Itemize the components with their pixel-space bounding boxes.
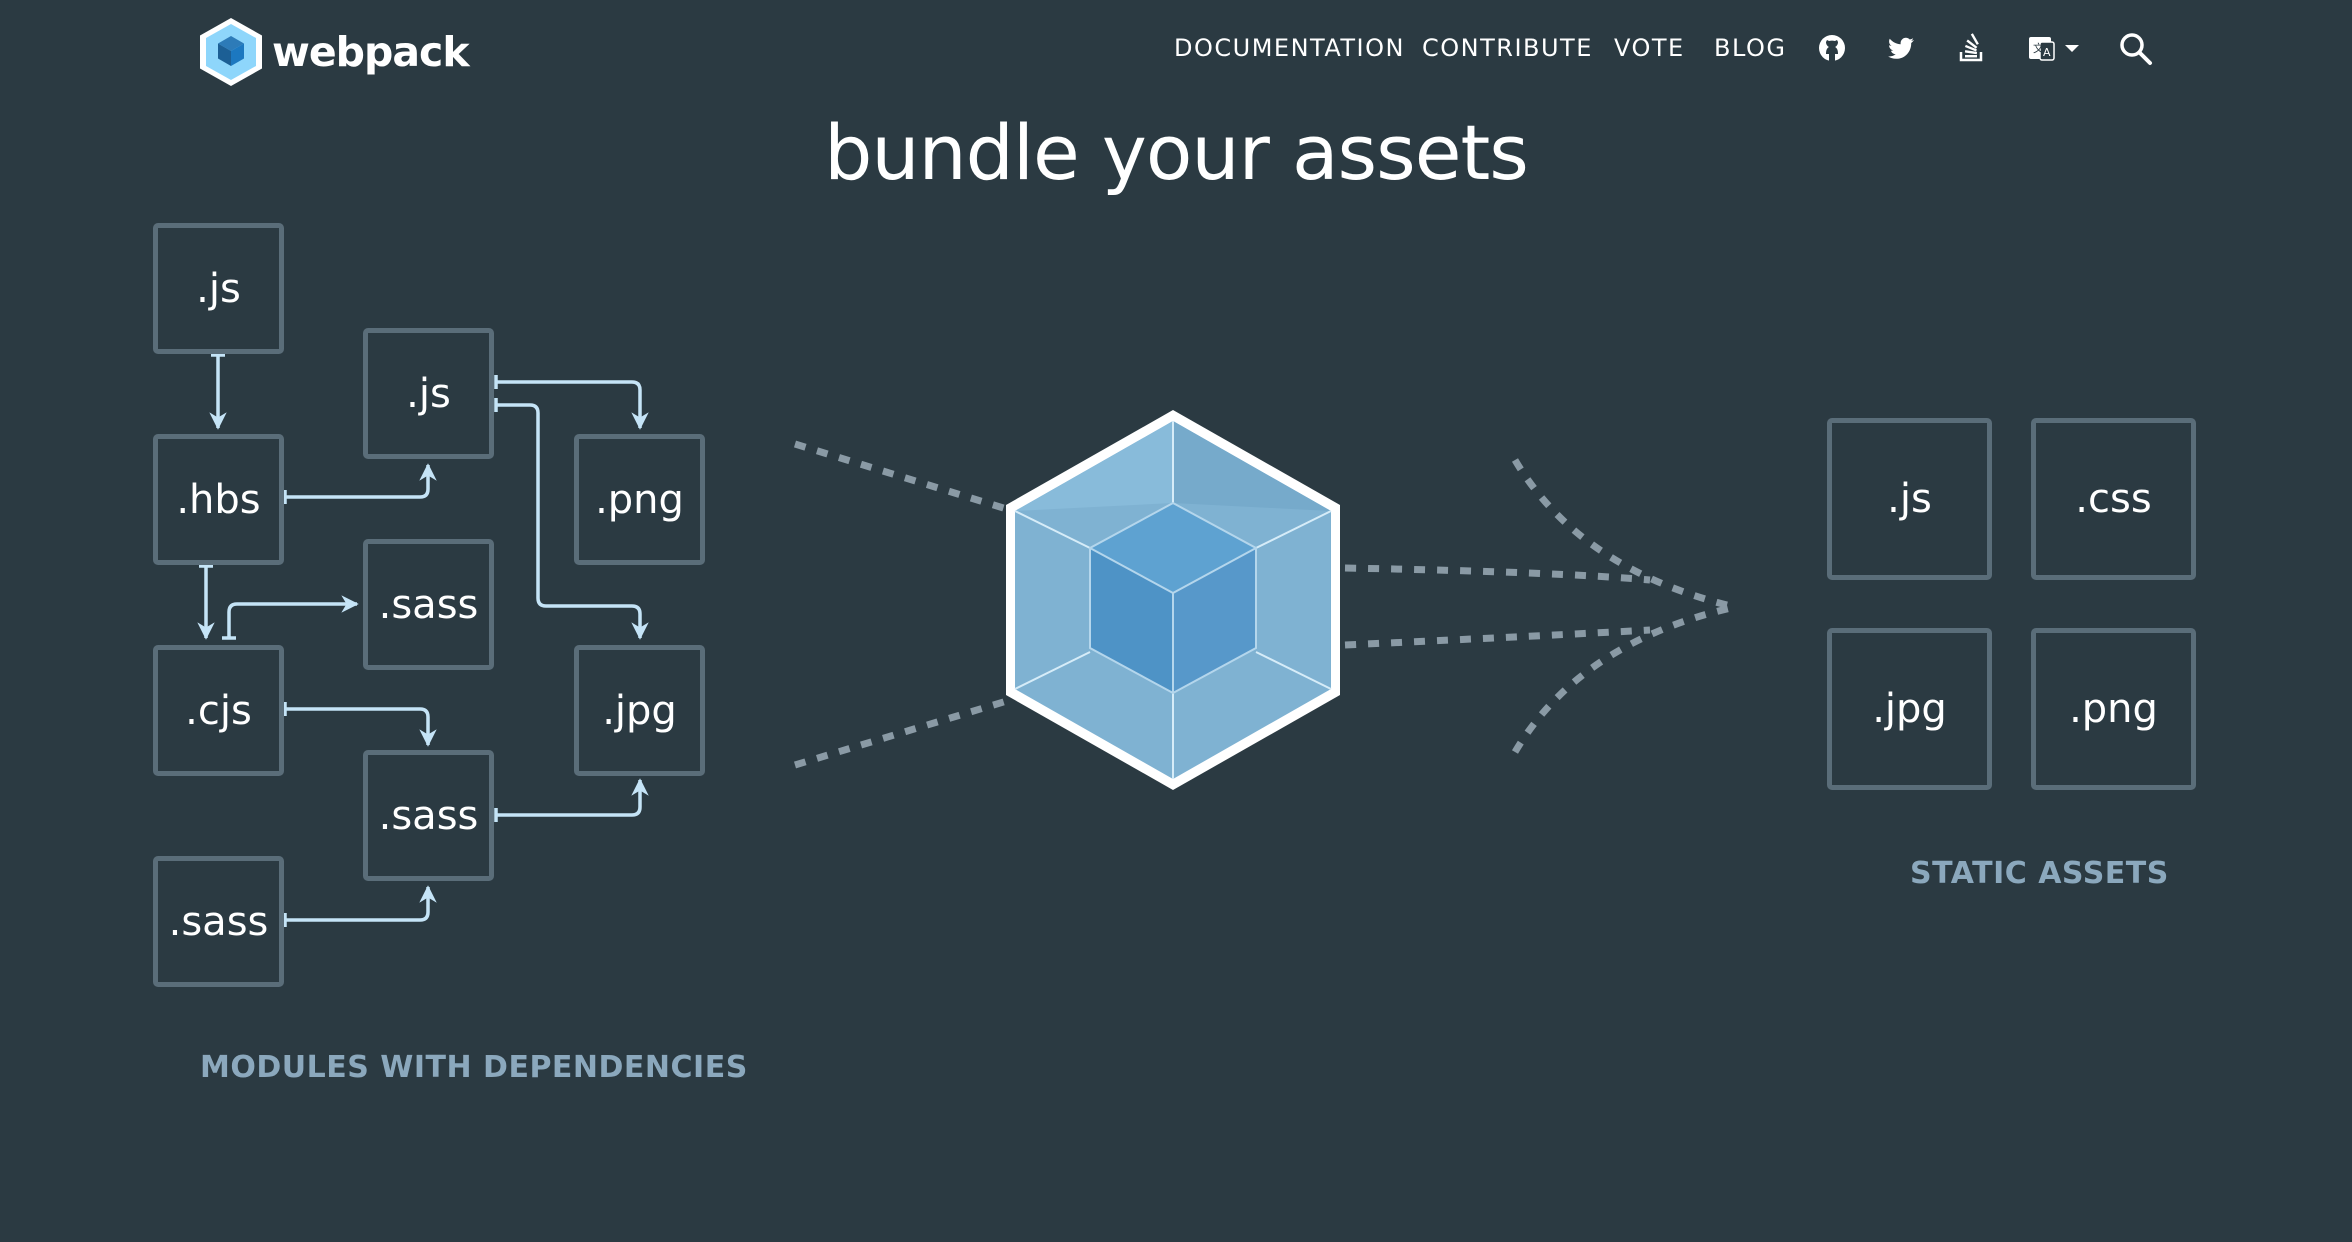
hero-title: bundle your assets [824,108,1529,197]
main-nav: DOCUMENTATION CONTRIBUTE VOTE BLOG 文 [0,0,2352,100]
module-box-sass-2: .sass [363,750,494,881]
module-box-jpg: .jpg [574,645,705,776]
modules-caption: MODULES WITH DEPENDENCIES [200,1050,748,1085]
webpack-cube [1006,410,1340,790]
asset-box-css: .css [2031,418,2196,580]
asset-box-jpg: .jpg [1827,628,1992,790]
dependency-arrows [197,355,649,922]
asset-box-png: .png [2031,628,2196,790]
arrow-tails [199,353,498,927]
module-box-hbs: .hbs [153,434,284,565]
module-box-js: .js [153,223,284,354]
nav-documentation[interactable]: DOCUMENTATION [1174,34,1405,62]
webpack-logo[interactable]: webpack [198,17,470,87]
header: webpack DOCUMENTATION CONTRIBUTE VOTE BL… [0,0,2352,100]
nav-blog[interactable]: BLOG [1714,34,1787,62]
logo-text: webpack [272,28,470,76]
twitter-icon[interactable] [1885,32,1917,64]
static-assets-caption: STATIC ASSETS [1910,856,2169,891]
github-icon[interactable] [1816,32,1848,64]
nav-vote[interactable]: VOTE [1614,34,1685,62]
module-box-png: .png [574,434,705,565]
svg-text:文: 文 [2033,41,2044,55]
module-box-sass: .sass [363,539,494,670]
stackoverflow-icon[interactable] [1955,32,1987,64]
webpack-cube-icon [200,18,262,86]
search-icon[interactable] [2118,31,2154,67]
module-box-sass-3: .sass [153,856,284,987]
nav-contribute[interactable]: CONTRIBUTE [1422,34,1593,62]
language-icon[interactable]: 文 A [2027,32,2085,64]
asset-box-js: .js [1827,418,1992,580]
module-box-cjs: .cjs [153,645,284,776]
module-box-js-2: .js [363,328,494,459]
flow-lines [793,440,1736,769]
svg-text:A: A [2043,46,2051,59]
